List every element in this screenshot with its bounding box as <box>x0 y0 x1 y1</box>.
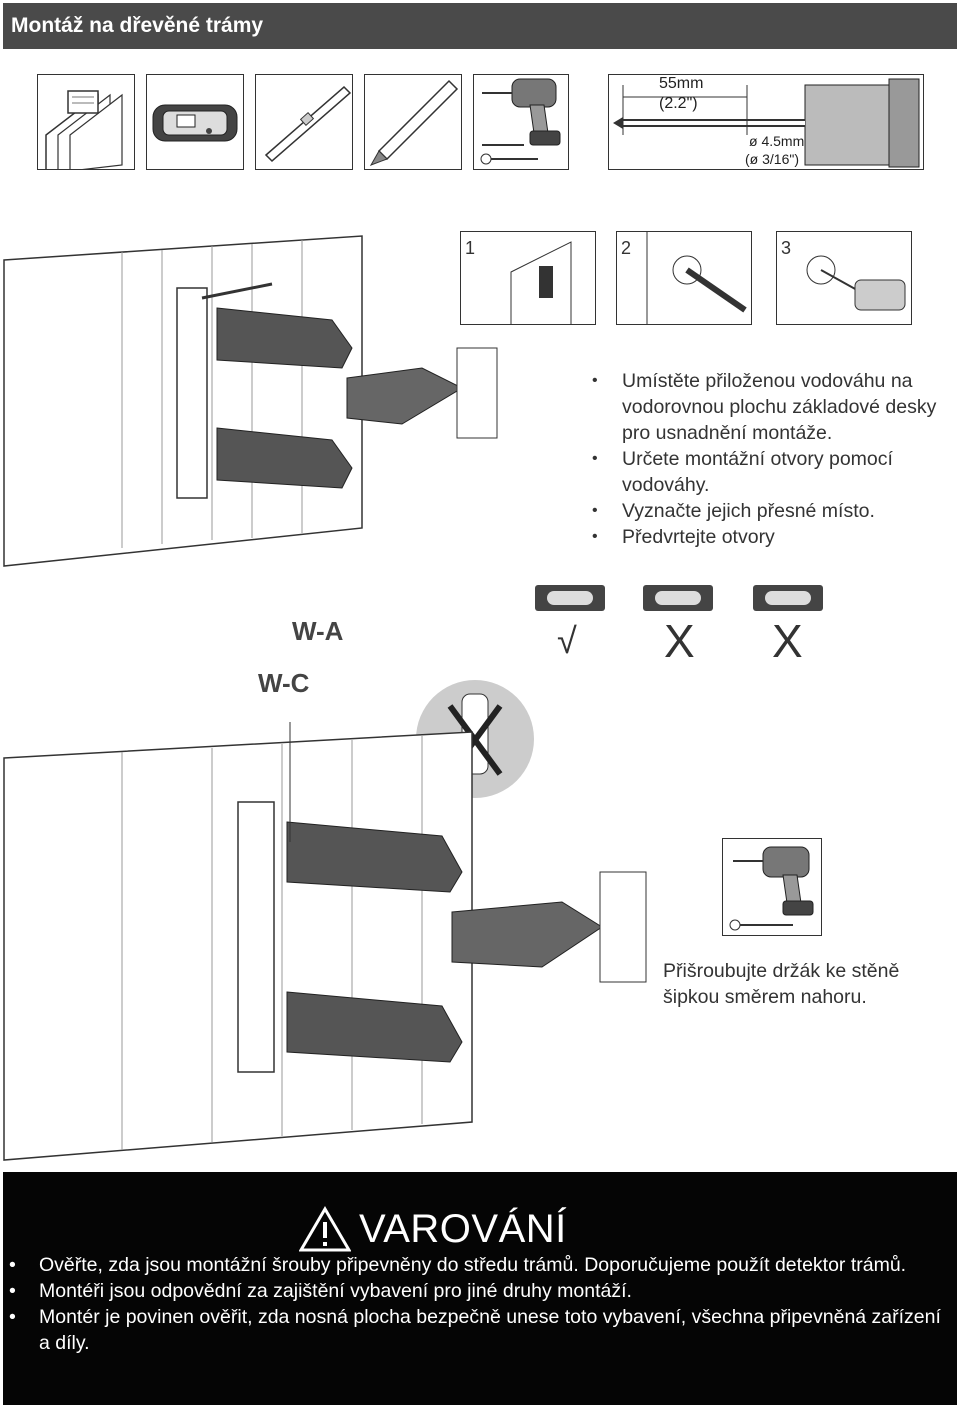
warning-list: Ověřte, zda jsou montážní šrouby připevn… <box>9 1252 949 1356</box>
wall-mount-diagram-bottom <box>2 722 662 1162</box>
level-correct-icon <box>535 585 605 611</box>
drill-screw-icon <box>722 838 822 936</box>
step-1-number: 1 <box>465 238 476 258</box>
bubble-level-icon <box>146 74 244 170</box>
level-wrong-icon <box>753 585 823 611</box>
warning-title: VAROVÁNÍ <box>359 1206 567 1251</box>
warning-item: Ověřte, zda jsou montážní šrouby připevn… <box>9 1252 949 1278</box>
drill-bit-diagram: 55mm (2.2") ø 4.5mm (ø 3/16") <box>608 74 924 170</box>
instruction-item: Umístěte přiloženou vodováhu na vodorovn… <box>592 368 952 446</box>
warning-triangle-icon <box>299 1206 351 1252</box>
wall-mount-diagram-top <box>2 228 562 568</box>
wa-label: W-A <box>292 616 344 646</box>
step-3-number: 3 <box>781 238 792 258</box>
mount-note: Přišroubujte držák ke stěně šipkou směre… <box>663 960 900 1008</box>
wrong-mark: X <box>772 615 803 667</box>
instruction-item: Předvrtejte otvory <box>592 524 952 550</box>
step-1-image: 1 <box>460 231 596 325</box>
instruction-list: Umístěte přiloženou vodováhu na vodorovn… <box>592 368 952 550</box>
level-wrong-icon <box>643 585 713 611</box>
warning-item: Montér je povinen ověřit, zda nosná ploc… <box>9 1304 949 1356</box>
wc-label: W-C <box>258 668 310 698</box>
page-header: Montáž na dřevěné trámy <box>3 3 957 49</box>
step-2-image: 2 <box>616 231 752 325</box>
drill-diameter-inch-label: (ø 3/16") <box>745 151 799 167</box>
instruction-item: Určete montážní otvory pomocí vodováhy. <box>592 446 952 498</box>
wood-stud-icon <box>37 74 135 170</box>
drill-depth-label: 55mm <box>659 75 704 92</box>
step-2-number: 2 <box>621 238 632 258</box>
ruler-icon <box>255 74 353 170</box>
correct-mark: √ <box>557 620 577 661</box>
page-title: Montáž na dřevěné trámy <box>11 14 264 37</box>
warning-heading: VAROVÁNÍ <box>299 1204 567 1254</box>
warning-item: Montéři jsou odpovědní za zajištění vyba… <box>9 1278 949 1304</box>
drill-icon <box>473 74 569 170</box>
drill-diameter-label: ø 4.5mm <box>749 133 805 149</box>
step-3-image: 3 <box>776 231 912 325</box>
pencil-icon <box>364 74 462 170</box>
wrong-mark: X <box>664 615 695 667</box>
instruction-item: Vyznačte jejich přesné místo. <box>592 498 952 524</box>
drill-depth-inch-label: (2.2") <box>659 95 698 112</box>
warning-box: VAROVÁNÍ Ověřte, zda jsou montážní šroub… <box>3 1172 957 1405</box>
